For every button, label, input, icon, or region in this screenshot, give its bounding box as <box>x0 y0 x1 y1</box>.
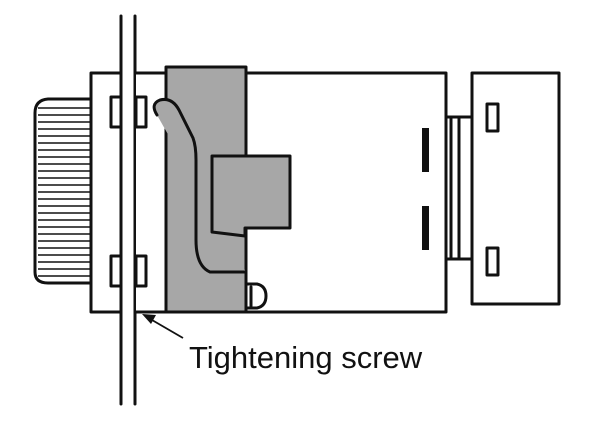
housing-inner-slot-top <box>134 95 148 129</box>
knurled-knob <box>33 97 95 285</box>
mounting-panel <box>119 14 137 406</box>
housing-mark-bottom <box>422 206 429 250</box>
tightening-screw-label: Tightening screw <box>189 340 423 375</box>
clamp-spring-arm <box>152 98 248 274</box>
housing-mark-top <box>422 128 429 172</box>
rear-slot-bottom <box>485 246 500 277</box>
callout-arrowhead <box>142 314 156 324</box>
tightening-screw-head <box>244 282 268 310</box>
callout-leader <box>142 314 184 339</box>
clamp-tooth-block <box>210 154 292 238</box>
rear-terminal-block <box>470 71 561 306</box>
housing-inner-slot-bottom <box>134 254 148 288</box>
knob-knurling <box>38 107 90 277</box>
rear-slot-top <box>485 102 500 133</box>
